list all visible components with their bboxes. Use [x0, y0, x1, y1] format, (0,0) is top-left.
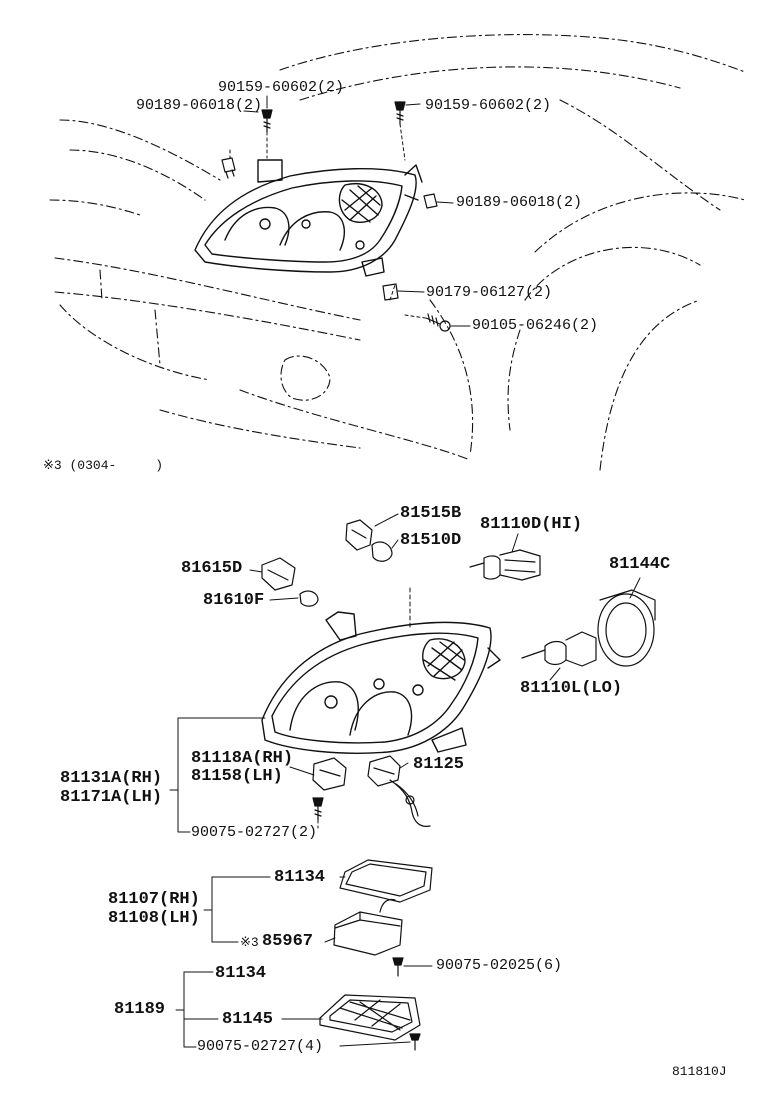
lower-ballast-parts: [319, 859, 433, 1051]
figure-code: 811810J: [672, 1064, 727, 1079]
callout-90105: 90105-06246(2): [472, 317, 599, 334]
upper-headlamp-assembly: [194, 159, 423, 277]
callout-90075-02727-2: 90075-02727(2): [191, 824, 318, 841]
upper-leaders: [229, 95, 471, 327]
callout-81515b: 81515B: [400, 504, 462, 523]
callout-90189-upper-right: 90189-06018(2): [456, 194, 583, 211]
callout-85967: 85967: [262, 932, 314, 951]
upper-fasteners: [221, 101, 451, 332]
callout-90189-upper-left: 90189-06018(2): [136, 97, 263, 114]
callout-81144c: 81144C: [609, 555, 671, 574]
callout-81134-cover: 81134: [215, 964, 267, 983]
callout-81189: 81189: [114, 1000, 166, 1019]
callout-90159-upper-left: 90159-60602(2): [218, 79, 345, 96]
callout-81108-lh: 81108(LH): [108, 909, 200, 928]
callout-81131a-rh: 81131A(RH): [60, 769, 163, 788]
lower-headlamp-unit: [261, 587, 501, 754]
callout-81107-rh: 81107(RH): [108, 890, 200, 909]
callout-90159-upper-right: 90159-60602(2): [425, 97, 552, 114]
callout-81110d-hi: 81110D(HI): [480, 515, 583, 534]
callout-90179: 90179-06127(2): [426, 284, 553, 301]
callout-81171a-lh: 81171A(LH): [60, 788, 163, 807]
callout-81510d: 81510D: [400, 531, 462, 550]
lower-leaders: [169, 513, 641, 1048]
date-range-note: ※3 (0304- ): [43, 458, 164, 473]
callout-81610f: 81610F: [203, 591, 265, 610]
callout-81134-ballast: 81134: [274, 868, 326, 887]
callout-81158-lh: 81158(LH): [191, 767, 283, 786]
callout-81118a-rh: 81118A(RH): [191, 749, 294, 768]
lower-bulbs: [261, 519, 656, 667]
callout-81110l-lo: 81110L(LO): [520, 679, 623, 698]
callout-90075-02727-4: 90075-02727(4): [197, 1038, 324, 1055]
callout-81145: 81145: [222, 1010, 274, 1029]
callout-90075-02025: 90075-02025(6): [436, 957, 563, 974]
callout-81125: 81125: [413, 755, 465, 774]
callout-note-mark: ※3: [240, 935, 259, 950]
callout-81615d: 81615D: [181, 559, 243, 578]
lower-small-parts: [312, 755, 431, 827]
car-body-outline: [49, 34, 746, 471]
